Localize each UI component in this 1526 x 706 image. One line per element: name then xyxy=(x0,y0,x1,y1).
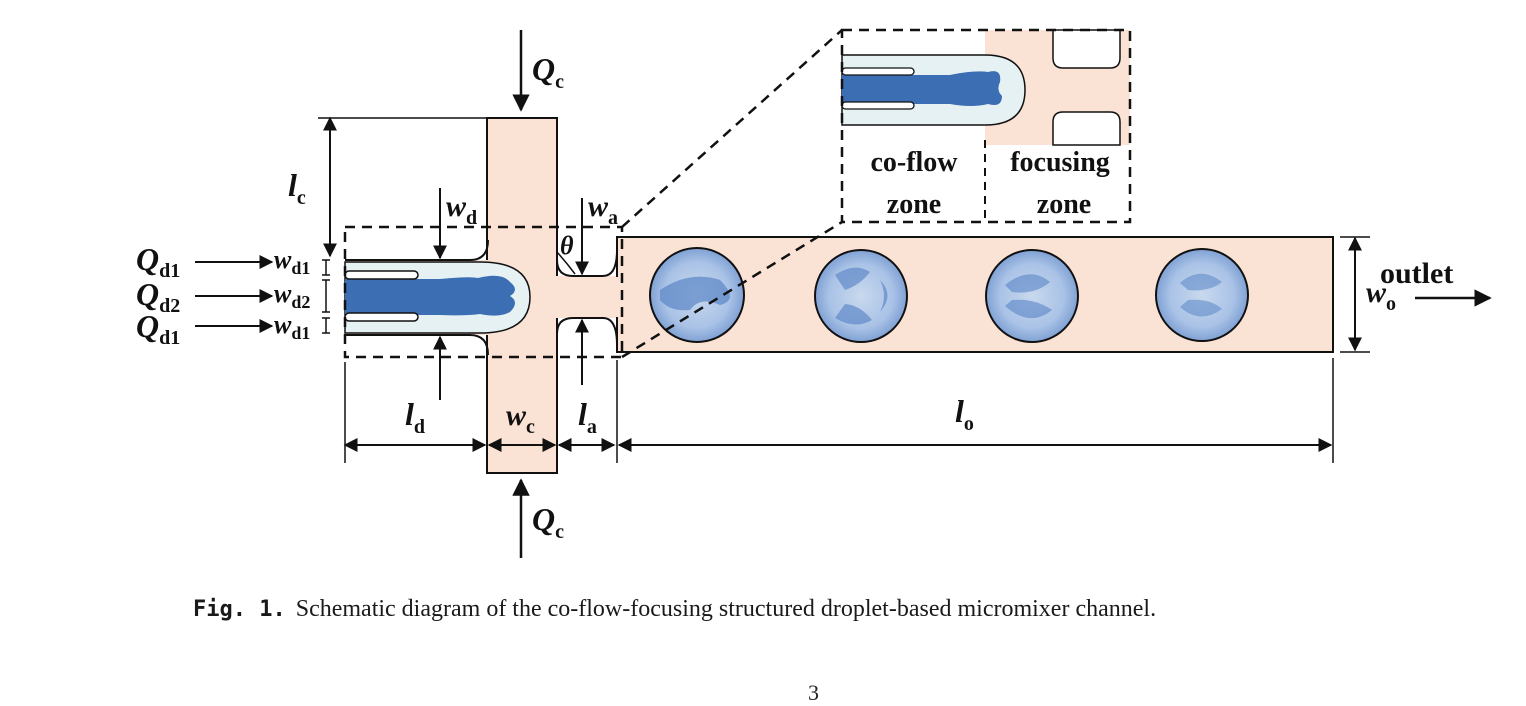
arrows xyxy=(195,30,1492,558)
qd1-bottom-label: Qd1 xyxy=(136,308,180,349)
wc-label: wc xyxy=(506,399,535,438)
wd1-top-label: wd1 xyxy=(274,245,310,278)
wa-label: wa xyxy=(588,190,618,229)
figure-caption: Fig. 1. Schematic diagram of the co-flow-… xyxy=(193,596,1156,623)
wd1-bottom-label: wd1 xyxy=(274,310,310,343)
droplet-4 xyxy=(1155,248,1249,342)
droplet-2 xyxy=(814,249,908,343)
lc-label: lc xyxy=(288,167,306,209)
outlet-label: outlet xyxy=(1380,257,1453,290)
qc-bottom-label: Qc xyxy=(532,501,564,543)
droplet-3 xyxy=(985,249,1079,343)
qd1-top-label: Qd1 xyxy=(136,241,180,282)
zoom-inset: co-flow zone focusing zone xyxy=(840,28,1132,224)
wo-label: wo xyxy=(1366,276,1396,315)
caption-text: Schematic diagram of the co-flow-focusin… xyxy=(295,596,1157,622)
ld-label: ld xyxy=(405,396,425,438)
qc-top-label: Qc xyxy=(532,51,564,93)
wd2-label: wd2 xyxy=(274,279,310,312)
coflow-zone-label-2: zone xyxy=(887,189,941,220)
page-number: 3 xyxy=(808,680,819,705)
lo-label: lo xyxy=(955,393,974,435)
la-label: la xyxy=(578,396,597,438)
focusing-zone-label-1: focusing xyxy=(1010,147,1110,178)
theta-label: θ xyxy=(560,231,574,260)
figure-number: Fig. 1. xyxy=(193,597,286,622)
coflow-zone-label-1: co-flow xyxy=(870,147,958,178)
coflow-inlet xyxy=(344,239,531,356)
droplet-1 xyxy=(649,247,745,343)
labels: Qc Qc lc wd wa θ Qd1 Qd2 Qd1 wd1 wd2 wd1… xyxy=(136,51,1453,543)
wd-label: wd xyxy=(446,190,477,229)
focusing-zone-label-2: zone xyxy=(1037,189,1091,220)
zoom-indicator xyxy=(343,29,843,359)
micromixer-schematic: co-flow zone focusing zone xyxy=(136,28,1492,558)
droplets xyxy=(649,247,1249,343)
qd2-label: Qd2 xyxy=(136,276,180,317)
